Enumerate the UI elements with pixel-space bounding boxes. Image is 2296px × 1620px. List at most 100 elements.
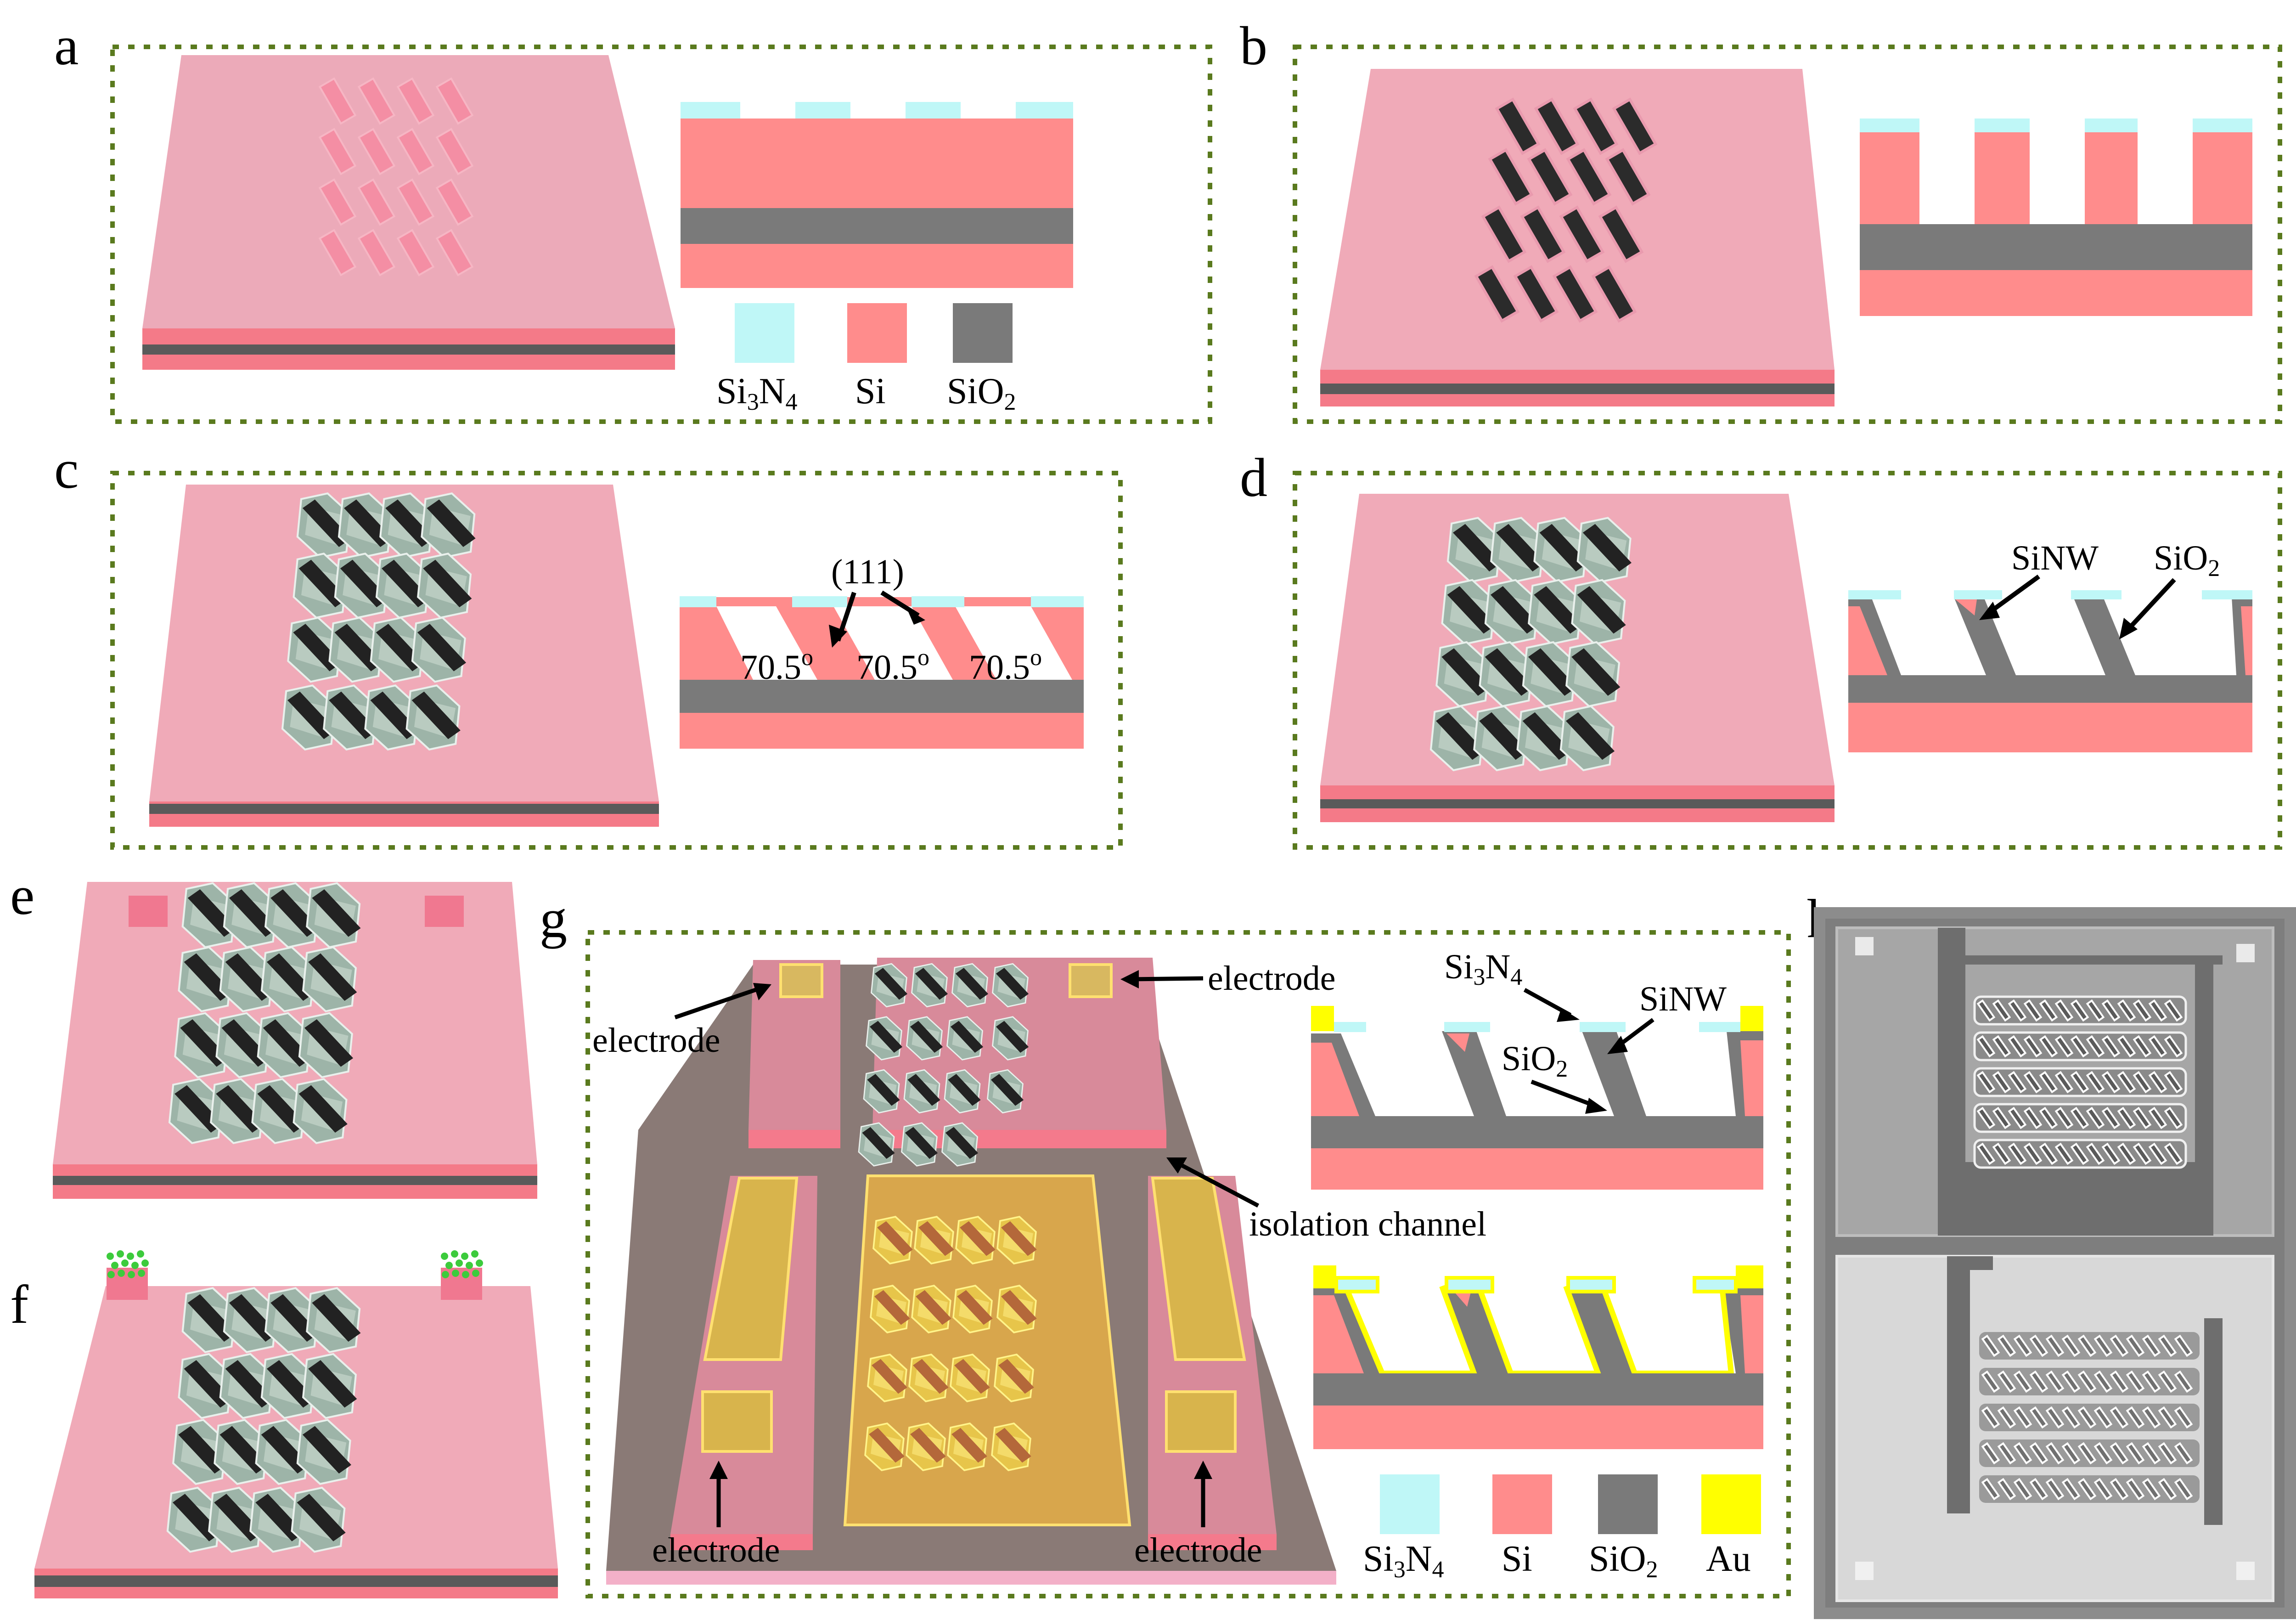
sem-hole xyxy=(2093,1406,2113,1429)
sem-hole xyxy=(2158,1334,2177,1357)
label-electrode-top-left: electrode xyxy=(592,1021,720,1060)
sem-hole xyxy=(2086,999,2105,1022)
sem-hole xyxy=(2126,1406,2145,1429)
sem-hole xyxy=(2054,1106,2074,1129)
panel-frame-d xyxy=(1293,471,2282,850)
sem-hole xyxy=(1992,1142,2011,1165)
sem-hole xyxy=(1981,1370,2000,1393)
legend-g-si3n4: Si3N4 xyxy=(1363,1539,1444,1583)
legend-g-au: Au xyxy=(1706,1539,1751,1579)
sem-hole xyxy=(2101,999,2121,1022)
sem-hole xyxy=(2054,999,2074,1022)
panel-label-c: c xyxy=(54,439,79,500)
sem-hole xyxy=(1997,1478,2016,1501)
sem-hole xyxy=(2070,1142,2089,1165)
contact-pad-left xyxy=(129,896,168,927)
sem-hole xyxy=(2013,1406,2032,1429)
sem-hole xyxy=(1997,1334,2016,1357)
sem-hole xyxy=(2045,1370,2065,1393)
label-isolation-channel: isolation channel xyxy=(1249,1205,1486,1243)
sem-hole xyxy=(2142,1370,2161,1393)
label-angle-1: 70.5o xyxy=(740,644,813,687)
sem-hole xyxy=(2133,1106,2152,1129)
sem-hole xyxy=(2158,1406,2177,1429)
legend-a: Si3N4 Si SiO2 xyxy=(716,303,1016,415)
sem-hole xyxy=(2008,1106,2027,1129)
sem-hole xyxy=(2061,1478,2081,1501)
sem-hole xyxy=(2086,1106,2105,1129)
panel-frame-a xyxy=(110,45,1212,424)
sem-hole xyxy=(2101,1035,2121,1058)
wafer-3d-c xyxy=(149,485,659,827)
sem-hole xyxy=(2117,1035,2136,1058)
sem-hole xyxy=(1976,1142,1996,1165)
sem-hole xyxy=(2126,1442,2145,1465)
sem-hole xyxy=(1976,1106,1996,1129)
label-sinw-g: SiNW xyxy=(1639,980,1727,1018)
sem-hole xyxy=(2045,1442,2065,1465)
sem-hole xyxy=(2164,999,2183,1022)
sem-hole xyxy=(2164,1035,2183,1058)
sem-hole xyxy=(2077,1406,2097,1429)
sem-hole xyxy=(2158,1442,2177,1465)
sem-hole xyxy=(2086,1071,2105,1094)
sem-hole xyxy=(2029,1334,2048,1357)
legend-a-si3n4: Si3N4 xyxy=(716,371,798,415)
sem-hole xyxy=(1992,1106,2011,1129)
legend-a-sio2: SiO2 xyxy=(947,371,1016,415)
sem-hole xyxy=(2142,1442,2161,1465)
chip-3d-f xyxy=(34,1250,558,1598)
label-electrode-top-right: electrode xyxy=(1208,959,1335,998)
panel-frame-g xyxy=(585,930,1791,1598)
sem-hole xyxy=(2110,1478,2129,1501)
sem-hole xyxy=(2126,1334,2145,1357)
cross-section-c: (111) 70.5o 70.5o 70.5o xyxy=(680,553,1084,749)
sem-hole xyxy=(2142,1406,2161,1429)
sem-hole xyxy=(2013,1370,2032,1393)
sem-hole xyxy=(2133,1142,2152,1165)
sem-hole xyxy=(2029,1370,2048,1393)
sem-hole xyxy=(2164,1071,2183,1094)
sem-hole xyxy=(2054,1142,2074,1165)
sem-hole xyxy=(2070,999,2089,1022)
sem-hole xyxy=(2174,1478,2193,1501)
legend-g-sio2: SiO2 xyxy=(1589,1539,1658,1583)
sem-hole xyxy=(2039,1106,2058,1129)
sem-hole-array-upper xyxy=(1973,995,2187,1169)
sem-hole xyxy=(2039,1071,2058,1094)
sem-hole xyxy=(1981,1334,2000,1357)
sem-hole xyxy=(2110,1370,2129,1393)
wafer-3d-a xyxy=(142,55,675,370)
sem-hole xyxy=(2008,1071,2027,1094)
panel-label-b: b xyxy=(1240,15,1267,76)
sem-hole xyxy=(2061,1442,2081,1465)
sem-hole xyxy=(2093,1370,2113,1393)
sem-hole xyxy=(2008,999,2027,1022)
sem-hole xyxy=(2029,1478,2048,1501)
sem-hole xyxy=(1981,1406,2000,1429)
panel-label-e: e xyxy=(10,865,34,926)
label-sinw-d: SiNW xyxy=(2011,539,2099,577)
sem-hole xyxy=(2117,1142,2136,1165)
sem-hole xyxy=(2117,999,2136,1022)
label-angle-3: 70.5o xyxy=(969,644,1042,687)
sem-hole xyxy=(1976,1035,1996,1058)
sem-hole xyxy=(2013,1334,2032,1357)
sem-hole xyxy=(2142,1334,2161,1357)
sem-hole xyxy=(2061,1370,2081,1393)
sem-hole xyxy=(1992,1071,2011,1094)
sem-hole xyxy=(2077,1334,2097,1357)
sem-hole xyxy=(2158,1370,2177,1393)
label-angle-2: 70.5o xyxy=(856,644,929,687)
sem-hole xyxy=(2008,1035,2027,1058)
sem-hole xyxy=(1976,1071,1996,1094)
legend-a-si: Si xyxy=(855,371,886,412)
label-electrode-bottom-left: electrode xyxy=(652,1531,780,1569)
sem-hole xyxy=(2148,1035,2167,1058)
sem-hole xyxy=(2110,1442,2129,1465)
sem-hole xyxy=(2045,1406,2065,1429)
contact-pad-right xyxy=(425,896,464,927)
sem-hole xyxy=(2101,1142,2121,1165)
sem-hole xyxy=(2070,1035,2089,1058)
cross-section-g-lower xyxy=(1313,1265,1763,1449)
